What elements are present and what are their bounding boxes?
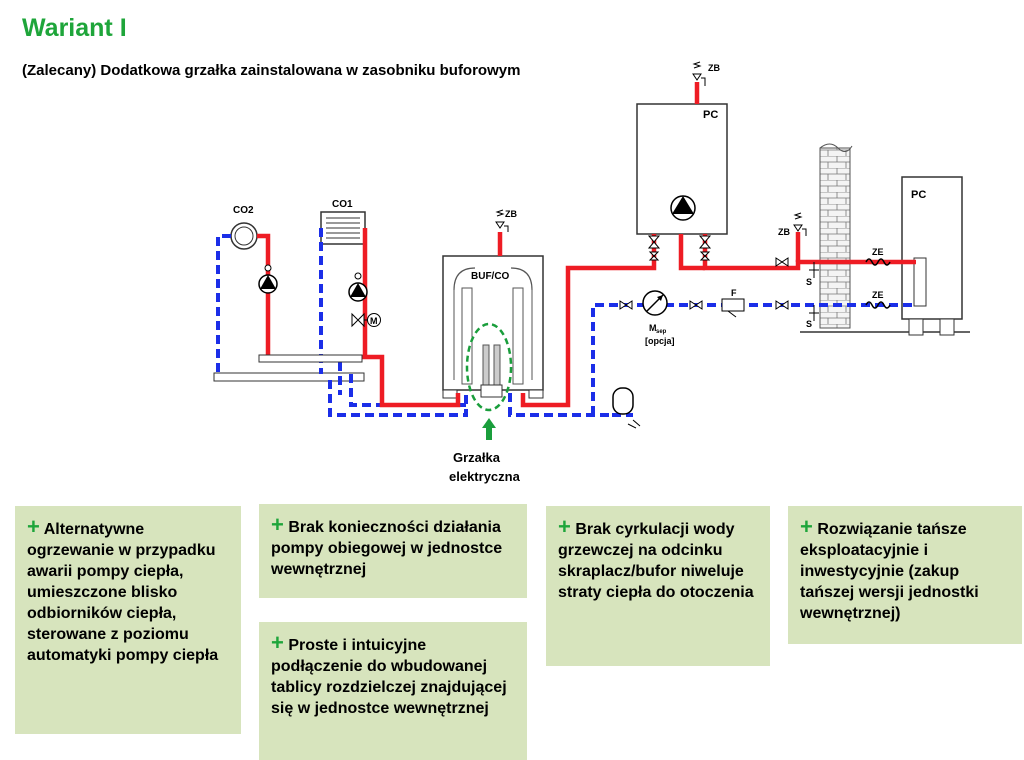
plus-icon: + <box>271 630 284 655</box>
filter-label: F <box>731 288 737 298</box>
shutoff-valves <box>619 235 789 310</box>
radiator-co1: CO1 <box>320 199 366 245</box>
brick-wall <box>819 143 853 329</box>
buf-label: BUF/CO <box>471 271 510 282</box>
plus-icon: + <box>558 514 571 539</box>
indoor-unit: PC <box>636 103 728 235</box>
flex-connector-supply: ZE <box>865 247 891 266</box>
plus-icon: + <box>271 512 284 537</box>
page-subtitle: (Zalecany) Dodatkowa grzałka zainstalowa… <box>22 62 521 79</box>
benefit-text-1: Alternatywne ogrzewanie w przypadku awar… <box>27 521 219 664</box>
zb-buf-label: ZB <box>505 209 517 219</box>
flow-meter-icon: M sep [opcja] <box>642 290 675 346</box>
filter-icon: F <box>721 288 745 318</box>
heater-highlight <box>465 322 513 412</box>
buffer-tank: BUF/CO <box>442 255 544 399</box>
ze-return-label: ZE <box>872 290 884 300</box>
pc-indoor-label: PC <box>703 109 718 121</box>
co1-label: CO1 <box>332 199 353 210</box>
heater-arrow-icon <box>482 418 496 440</box>
mixing-valve-icon: M <box>351 312 381 328</box>
heater-label-2: elektryczna <box>449 469 521 484</box>
safety-valve-pc: ZB <box>692 61 720 86</box>
flex-connector-return: ZE <box>865 290 891 309</box>
msep-label: M <box>649 323 657 333</box>
outdoor-heat-pump: PC <box>901 176 963 336</box>
benefit-text-3: Proste i intuicyjne podłączenie do wbudo… <box>271 637 507 717</box>
plus-icon: + <box>27 514 40 539</box>
benefit-text-2: Brak konieczności działania pompy obiego… <box>271 519 503 578</box>
manifold <box>258 354 363 363</box>
benefit-box-1: + Alternatywne ogrzewanie w przypadku aw… <box>15 506 241 734</box>
safety-valve-outdoor: ZB <box>778 212 807 237</box>
expansion-vessel <box>612 387 641 429</box>
co2-label: CO2 <box>233 205 254 216</box>
benefit-box-5: + Rozwiązanie tańsze eksploatacyjnie i i… <box>788 506 1022 644</box>
benefit-box-4: + Brak cyrkulacji wody grzewczej na odci… <box>546 506 770 666</box>
motor-label: M <box>370 316 378 326</box>
safety-valve-buf: ZB <box>495 209 517 232</box>
pump-co1-icon <box>348 272 368 302</box>
benefit-box-3: + Proste i intuicyjne podłączenie do wbu… <box>259 622 527 760</box>
floor-line <box>213 372 365 382</box>
sensor-return: S <box>806 305 819 329</box>
sensor-supply-label: S <box>806 277 812 287</box>
return-pipes <box>216 228 916 417</box>
pump-co2-icon <box>258 264 278 294</box>
hydraulic-diagram: PC PC BUF/CO Grzałka elektryczna CO2 CO1 <box>213 61 970 484</box>
benefit-text-4: Brak cyrkulacji wody grzewczej na odcink… <box>558 521 754 601</box>
pc-outdoor-label: PC <box>911 189 926 201</box>
msep-sub-label: sep <box>656 329 667 335</box>
sensor-return-label: S <box>806 319 812 329</box>
benefit-box-2: + Brak konieczności działania pompy obie… <box>259 504 527 598</box>
ze-supply-label: ZE <box>872 247 884 257</box>
zb-outdoor-label: ZB <box>778 227 790 237</box>
opcja-label: [opcja] <box>645 336 675 346</box>
benefit-text-5: Rozwiązanie tańsze eksploatacyjnie i inw… <box>800 521 979 622</box>
zb-pc-label: ZB <box>708 63 720 73</box>
heater-label-1: Grzałka <box>453 450 501 465</box>
page-title: Wariant I <box>22 14 127 42</box>
radiator-co2: CO2 <box>230 205 258 250</box>
plus-icon: + <box>800 514 813 539</box>
sensor-supply: S <box>806 262 819 287</box>
